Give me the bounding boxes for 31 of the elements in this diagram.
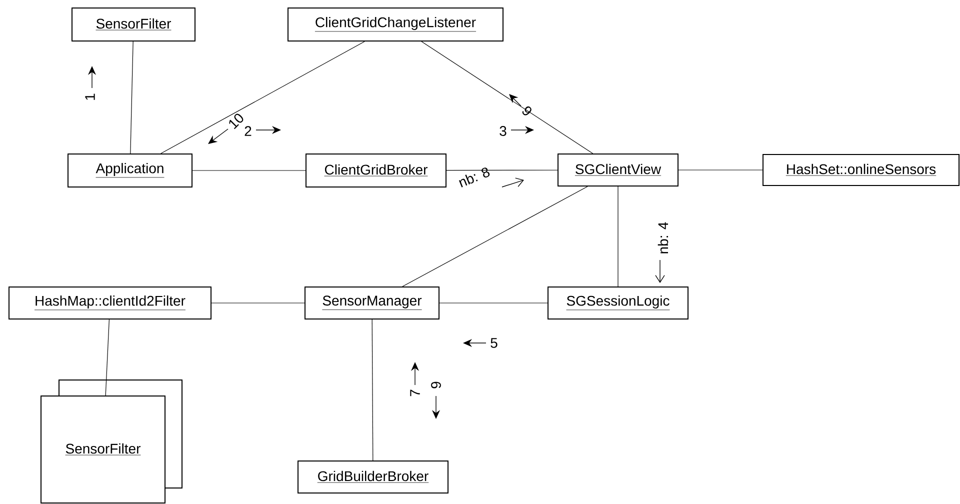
connector-line	[192, 170, 306, 171]
multi-object-box: SensorFilter	[40, 380, 182, 504]
message-label: 9	[522, 106, 532, 116]
object-box: SGClientView	[558, 154, 678, 186]
message-label: 10	[229, 114, 244, 130]
object-box: HashSet::onlineSensors	[762, 154, 960, 186]
connector-line	[211, 302, 305, 304]
connector-line	[105, 319, 110, 396]
message-label: 5	[490, 338, 498, 348]
connector-line	[372, 319, 374, 461]
object-box: Application	[68, 154, 192, 188]
message-label: 6	[431, 382, 441, 388]
message-label: nb: 4	[658, 222, 668, 254]
connector-line	[160, 41, 365, 154]
message-label: 1	[85, 94, 95, 100]
message-label: 2	[244, 126, 252, 136]
object-box: GridBuilderBroker	[298, 460, 448, 494]
message-label: nb: 8	[458, 168, 490, 188]
object-box: HashMap::clientId2Filter	[8, 286, 212, 320]
object-box: SensorManager	[304, 286, 440, 320]
message-label: 3	[500, 126, 506, 136]
message-label: 7	[410, 390, 420, 396]
object-box: ClientGridChangeListener	[288, 8, 504, 42]
object-box: SensorFilter	[72, 8, 196, 42]
connector-line	[402, 186, 588, 287]
connector-line	[130, 41, 134, 154]
object-box: ClientGridBroker	[306, 154, 446, 188]
object-box: SGSessionLogic	[548, 286, 688, 320]
connector-line	[439, 302, 548, 304]
connector-line	[421, 41, 594, 154]
connector-line	[446, 170, 558, 171]
